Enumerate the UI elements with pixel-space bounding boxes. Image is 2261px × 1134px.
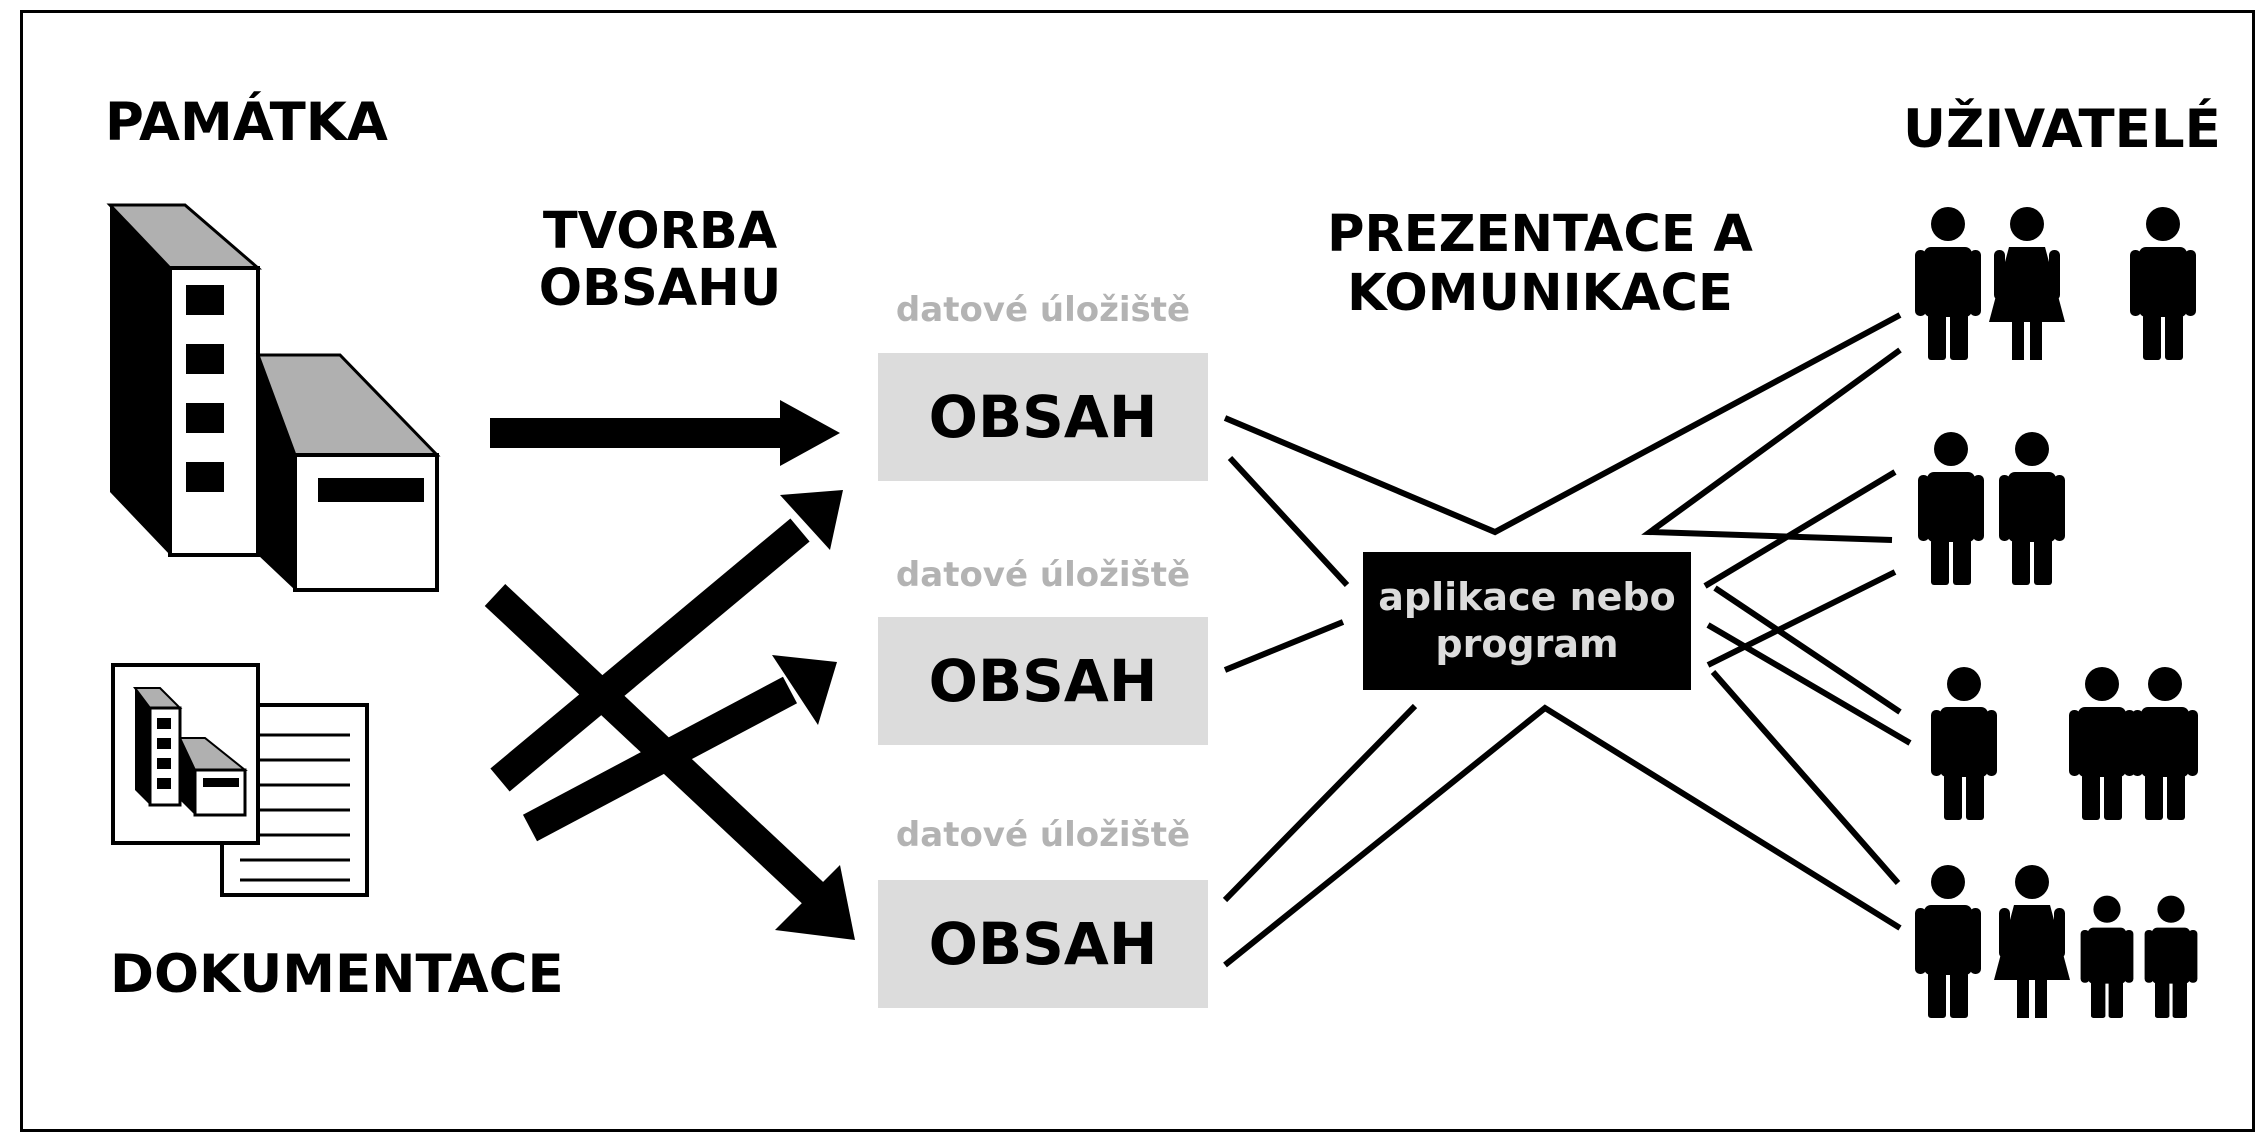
person-icon xyxy=(2132,667,2198,820)
arrowhead xyxy=(780,490,843,550)
person-icon xyxy=(2069,667,2135,820)
person-icon xyxy=(1994,865,2070,1018)
arrow-doc-to-content-1 xyxy=(490,518,810,792)
users-group xyxy=(1915,207,2198,1018)
application-box: aplikace nebo program xyxy=(1363,552,1691,690)
person-icon xyxy=(1918,432,1984,585)
arrowhead xyxy=(780,400,840,466)
arrowhead xyxy=(772,655,837,725)
person-icon xyxy=(1915,207,1981,360)
arrowhead xyxy=(775,865,855,940)
arrow-monument-to-content-3 xyxy=(484,584,826,906)
content-box-2: OBSAH xyxy=(878,617,1208,745)
heading-content-creation: TVORBA OBSAHU xyxy=(538,202,782,319)
content-app-lines xyxy=(1222,312,1902,968)
heading-users: UŽIVATELÉ xyxy=(1903,99,2221,160)
person-icon xyxy=(2144,895,2198,1018)
person-icon xyxy=(1915,865,1981,1018)
person-icon xyxy=(1999,432,2065,585)
content-box-3: OBSAH xyxy=(878,880,1208,1008)
document-icon xyxy=(111,663,369,897)
heading-documentation: DOKUMENTACE xyxy=(110,944,564,1005)
content-box-1: OBSAH xyxy=(878,353,1208,481)
building-icon xyxy=(106,203,441,592)
storage-caption-2: datové úložiště xyxy=(895,555,1191,595)
app-user-lines xyxy=(1641,347,1912,885)
person-icon xyxy=(1989,207,2065,360)
person-icon xyxy=(1931,667,1997,820)
storage-caption-3: datové úložiště xyxy=(895,815,1191,855)
creation-arrows xyxy=(484,400,855,940)
heading-presentation: PREZENTACE A KOMUNIKACE xyxy=(1327,205,1753,323)
person-icon xyxy=(2080,895,2134,1018)
storage-caption-1: datové úložiště xyxy=(895,290,1191,330)
diagram-frame xyxy=(20,10,2255,1132)
application-label: aplikace nebo program xyxy=(1378,574,1676,667)
heading-monument: PAMÁTKA xyxy=(105,92,388,153)
person-icon xyxy=(2130,207,2196,360)
